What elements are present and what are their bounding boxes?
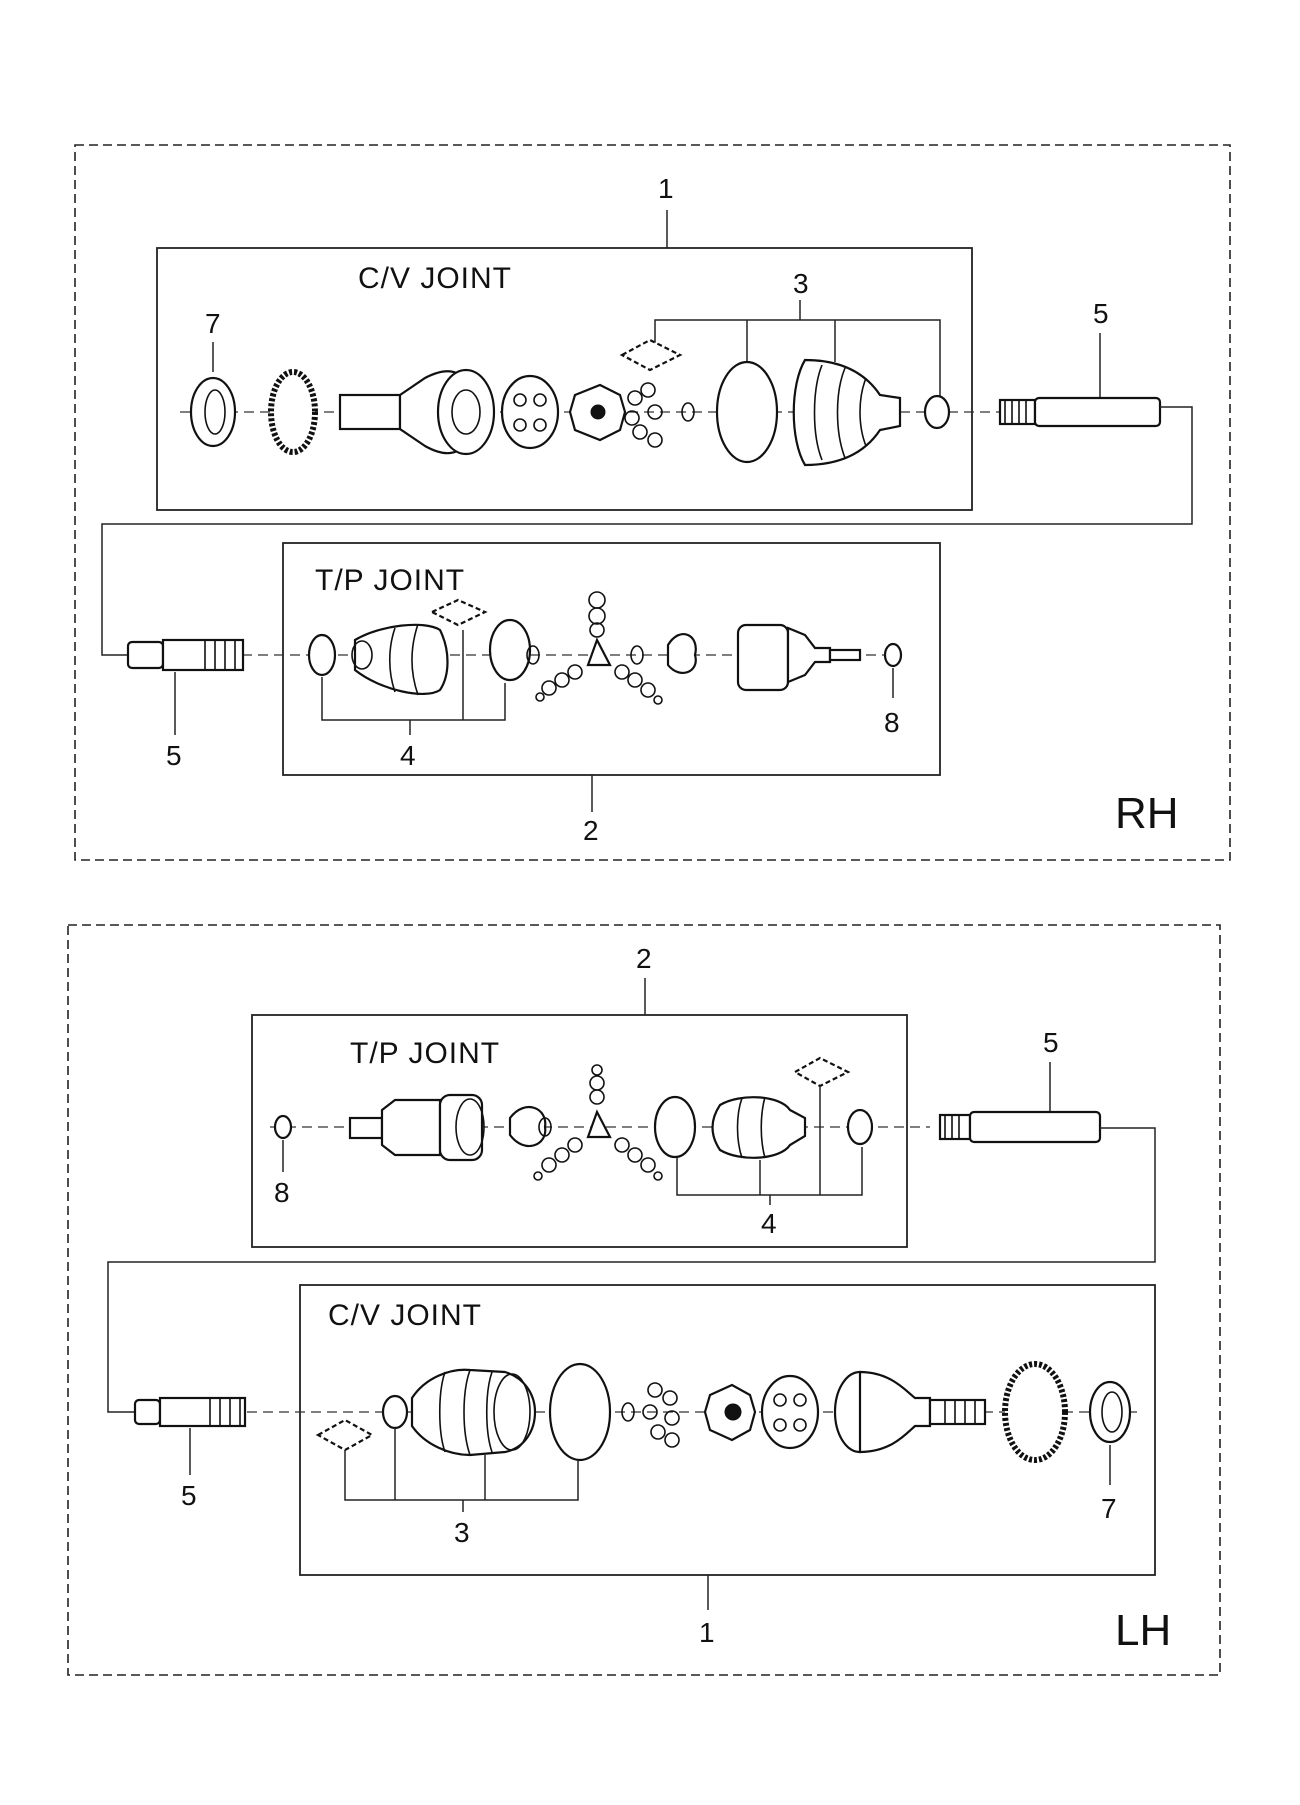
lh-tp-clip-icon [538, 1117, 552, 1137]
rh-callout-7: 7 [205, 308, 221, 339]
lh-cv-joint-box [299, 1284, 1156, 1576]
rh-tp-housing-icon [736, 623, 862, 692]
rh-snap-ring-icon [681, 402, 695, 422]
lh-tp-boot-icon [711, 1096, 807, 1159]
rh-callout-1: 1 [658, 173, 674, 204]
lh-tripod-icon [533, 1064, 663, 1181]
rh-callout-3: 3 [793, 268, 809, 299]
rh-diagram: C/V JOINT 1 3 7 [74, 144, 1231, 861]
rh-outer-race-icon [338, 368, 496, 456]
lh-tp-boot-band-large-icon [653, 1095, 697, 1159]
rh-drive-shaft-upper-icon [998, 396, 1162, 428]
lh-boot-band-large-icon [548, 1362, 612, 1462]
lh-callout-1: 1 [699, 1617, 715, 1648]
lh-tp-joint-box [251, 1014, 908, 1248]
rh-callout-8: 8 [884, 707, 900, 738]
lh-callout-7: 7 [1101, 1493, 1117, 1524]
lh-tp-housing-icon [348, 1093, 485, 1162]
rh-shaft-connector-line [101, 406, 1193, 656]
rh-tp-damper-icon [666, 633, 697, 674]
rh-tripod-icon [535, 591, 663, 705]
lh-callout-3: 3 [454, 1517, 470, 1548]
rh-callout-2: 2 [583, 815, 599, 846]
rh-circlip-icon [883, 642, 903, 668]
rh-drive-shaft-lower-icon [126, 638, 245, 672]
rh-tp-grease-pack-icon [429, 598, 488, 627]
rh-boot-band-small-icon [923, 394, 951, 430]
rh-boot-icon [792, 358, 902, 467]
rh-tp-snap-ring-icon [526, 645, 540, 665]
lh-tp-boot-band-small-icon [846, 1108, 874, 1146]
lh-side-label: LH [1115, 1606, 1171, 1655]
lh-snap-ring-icon [621, 1402, 635, 1422]
rh-balls-icon [624, 382, 663, 448]
lh-diagram: T/P JOINT 2 8 4 5 [67, 924, 1221, 1676]
rh-grease-pack-icon [619, 338, 683, 372]
rh-cv-joint-box [156, 247, 973, 511]
rh-outer-frame [74, 144, 1231, 861]
rh-inner-race-icon [568, 383, 627, 442]
lh-callout-2: 2 [636, 943, 652, 974]
lh-shaft-connector-line [107, 1127, 1156, 1413]
lh-balls-icon [642, 1382, 680, 1448]
rh-tp-boot-band-small-icon [307, 633, 337, 677]
lh-callout-3-bracket [344, 1450, 579, 1501]
lh-callout-8: 8 [274, 1177, 290, 1208]
lh-tp-damper-icon [508, 1106, 547, 1147]
lh-inner-race-icon [703, 1383, 757, 1442]
rh-callout-4: 4 [400, 740, 416, 771]
rh-cage-icon [500, 374, 560, 450]
rh-boot-band-large-icon [715, 360, 779, 464]
lh-tp-joint-title: T/P JOINT [350, 1037, 500, 1070]
lh-circlip-icon [273, 1114, 293, 1140]
rh-callout-4-bracket [321, 677, 506, 721]
rh-abs-tone-ring-icon [268, 369, 318, 455]
rh-callout-5-lower: 5 [166, 740, 182, 771]
lh-drive-shaft-upper-icon [938, 1110, 1102, 1144]
lh-abs-tone-ring-icon [1002, 1361, 1068, 1463]
lh-cv-joint-title: C/V JOINT [328, 1299, 482, 1332]
rh-cv-joint-title: C/V JOINT [358, 262, 512, 295]
lh-boot-icon [410, 1368, 537, 1457]
rh-tp-clip-icon [630, 645, 644, 665]
lh-cv-ring-icon [1088, 1380, 1132, 1444]
lh-cage-icon [760, 1374, 820, 1450]
lh-outer-frame [67, 924, 1221, 1676]
rh-side-label: RH [1115, 789, 1179, 838]
rh-cv-ring-icon [189, 376, 237, 448]
rh-tp-joint-box [282, 542, 941, 776]
lh-grease-pack-icon [315, 1418, 375, 1452]
lh-callout-4: 4 [761, 1208, 777, 1239]
lh-boot-band-small-icon [381, 1394, 409, 1430]
lh-callout-5-lower: 5 [181, 1480, 197, 1511]
rh-tp-joint-title: T/P JOINT [315, 564, 465, 597]
lh-outer-race-icon [833, 1370, 987, 1454]
rh-callout-3-bracket [654, 319, 941, 400]
lh-callout-5-upper: 5 [1043, 1027, 1059, 1058]
rh-tp-boot-band-large-icon [488, 618, 532, 682]
lh-tp-grease-pack-icon [792, 1056, 851, 1088]
lh-drive-shaft-lower-icon [133, 1396, 247, 1428]
rh-callout-5-upper: 5 [1093, 298, 1109, 329]
rh-tp-boot-icon [351, 623, 449, 696]
